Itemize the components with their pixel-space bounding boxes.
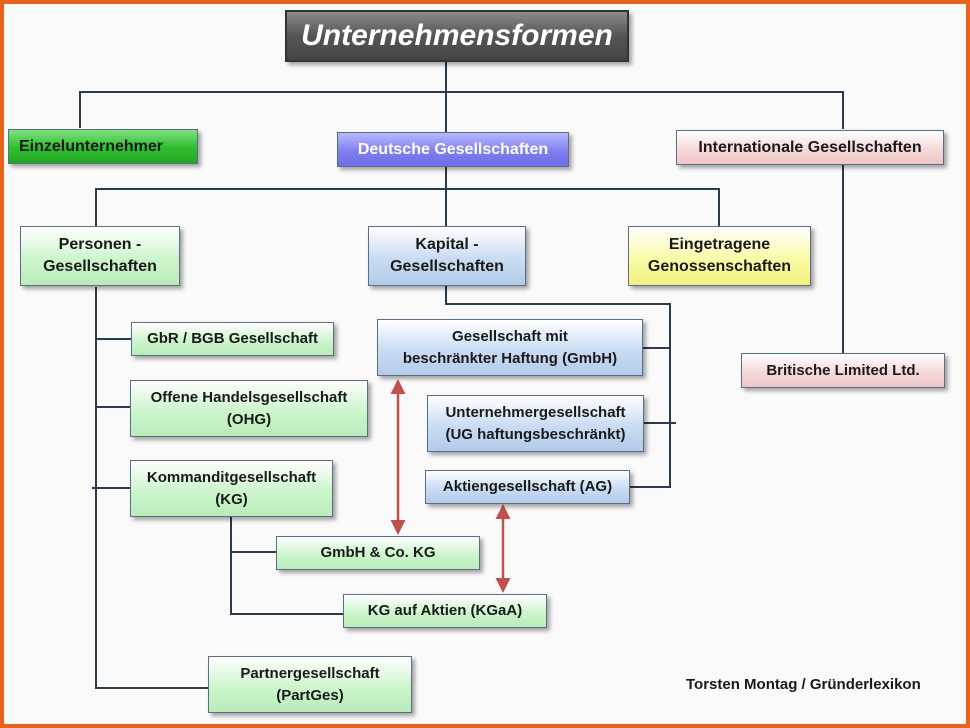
node-eingetragene-genossenschaften: Eingetragene Genossenschaften — [628, 226, 811, 286]
node-gmbh: Gesellschaft mit beschränkter Haftung (G… — [377, 319, 643, 376]
node-personengesellschaften: Personen - Gesellschaften — [20, 226, 180, 286]
node-ohg: Offene Handelsgesellschaft (OHG) — [130, 380, 368, 437]
connector-kg-spine — [230, 517, 343, 615]
connector-personen-spine — [95, 287, 208, 689]
node-deutsche-gesellschaften: Deutsche Gesellschaften — [337, 132, 569, 167]
node-gmbh-co-kg: GmbH & Co. KG — [276, 536, 480, 570]
node-einzelunternehmer: Einzelunternehmer — [8, 129, 198, 164]
node-gbr: GbR / BGB Gesellschaft — [131, 322, 334, 356]
node-kgaa: KG auf Aktien (KGaA) — [343, 594, 547, 628]
node-kapitalgesellschaften: Kapital - Gesellschaften — [368, 226, 526, 286]
connector-level1-bus — [79, 91, 844, 129]
node-internationale-gesellschaften: Internationale Gesellschaften — [676, 130, 944, 165]
credit-text: Torsten Montag / Gründerlexikon — [686, 676, 921, 693]
node-ug: Unternehmergesellschaft (UG haftungsbesc… — [427, 395, 644, 452]
diagram-title: Unternehmensformen — [285, 10, 629, 62]
node-partges: Partnergesellschaft (PartGes) — [208, 656, 412, 713]
node-kg: Kommanditgesellschaft (KG) — [130, 460, 333, 517]
connector-kapital-spine — [445, 286, 671, 488]
node-britische-limited: Britische Limited Ltd. — [741, 353, 945, 388]
node-ag: Aktiengesellschaft (AG) — [425, 470, 630, 504]
connector-level2-bus — [95, 188, 720, 227]
